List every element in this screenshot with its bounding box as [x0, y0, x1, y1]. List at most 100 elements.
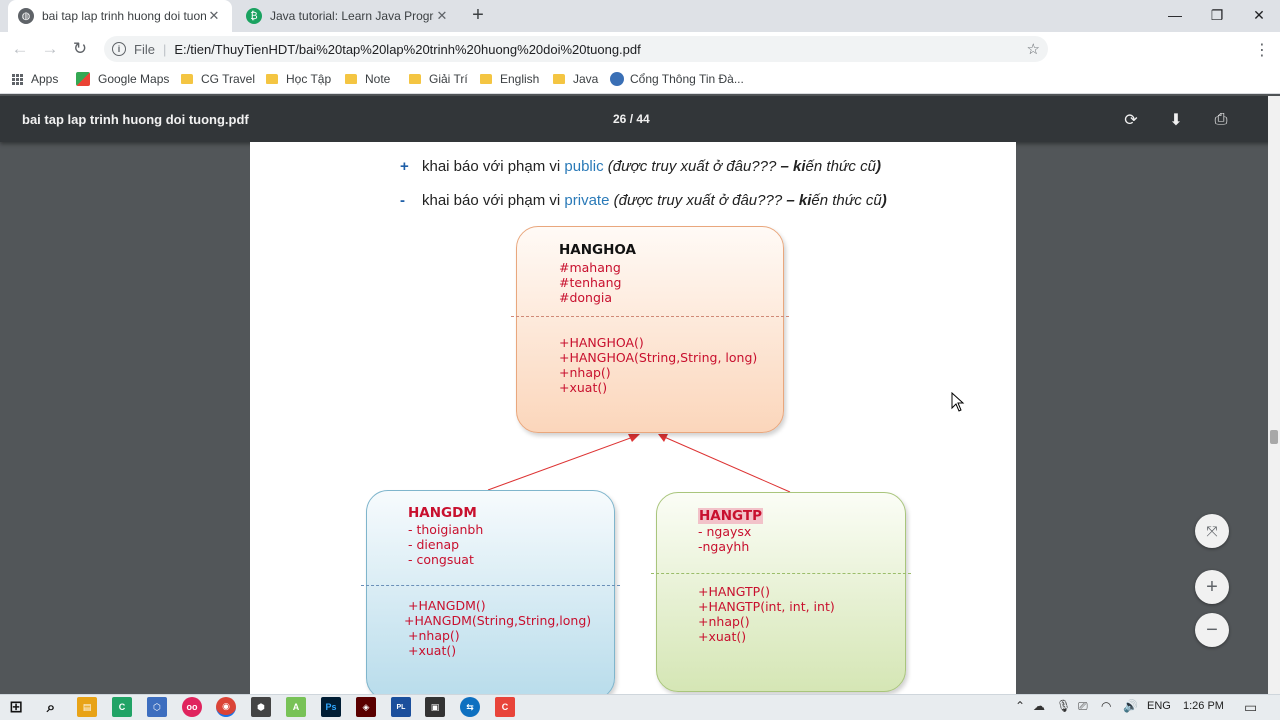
extension-diamond-icon[interactable]: ◆ [1095, 44, 1103, 54]
app-cube-icon[interactable]: ⬢ [251, 697, 271, 717]
bookmark-java[interactable]: Java [553, 71, 598, 87]
app-oo-icon[interactable]: oo [182, 697, 202, 717]
class-hangdm: HANGDM - thoigianbh - dienap - congsuat … [361, 490, 620, 694]
grammarly-icon[interactable]: G [1154, 44, 1162, 54]
app-pl-icon[interactable]: PL [391, 697, 411, 717]
wifi-icon[interactable]: ◠ [1101, 699, 1112, 713]
method-list: +HANGHOA() +HANGHOA(String,String, long)… [559, 335, 757, 395]
print-icon[interactable]: ⎙ [1214, 111, 1228, 128]
tray-chevron-icon[interactable]: ⌃ [1015, 699, 1026, 713]
bookmark-apps[interactable]: Apps [12, 71, 58, 87]
method: +xuat() [559, 380, 608, 395]
download-icon[interactable]: ⬇ [1169, 112, 1183, 129]
rotate-icon[interactable]: ⟳ [1124, 112, 1138, 129]
close-window-button[interactable]: ✕ [1253, 6, 1265, 23]
app-c-red-icon[interactable]: C [495, 697, 515, 717]
reload-icon[interactable]: ↻ [72, 39, 88, 58]
new-tab-button[interactable]: + [472, 4, 484, 26]
bookmark-star-icon[interactable]: ☆ [1026, 41, 1040, 58]
teamviewer-icon[interactable]: ⇆ [460, 697, 480, 717]
total-pages: 44 [636, 112, 650, 126]
tab-java-tutorial[interactable]: ₿ Java tutorial: Learn Java Program ✕ [236, 0, 460, 32]
folder-icon [181, 74, 193, 84]
url-separator: | [162, 41, 167, 57]
photoshop-icon[interactable]: Ps [321, 697, 341, 717]
bookmark-google-maps[interactable]: Google Maps [76, 71, 169, 87]
restore-button[interactable]: ❐ [1210, 6, 1224, 23]
method: +HANGTP() [698, 584, 770, 599]
clock-time[interactable]: 1:26 PM [1183, 700, 1224, 712]
file-explorer-icon[interactable]: ▤ [77, 697, 97, 717]
current-page[interactable]: 26 [613, 112, 627, 126]
volume-icon[interactable]: 🔊 [1123, 699, 1138, 713]
method: +HANGTP(int, int, int) [698, 599, 835, 614]
bookmark-cong-thong-tin[interactable]: Cổng Thông Tin Đà... [610, 71, 744, 87]
scrollbar-thumb[interactable] [1270, 430, 1278, 444]
chrome-icon[interactable]: ◉ [216, 697, 236, 717]
method: +nhap() [698, 614, 750, 629]
method: +HANGHOA() [559, 335, 644, 350]
camtasia-icon[interactable]: C [112, 697, 132, 717]
method: +HANGDM(String,String,long) [404, 613, 592, 628]
url-text[interactable]: E:/tien/ThuyTienHDT/bai%20tap%20lap%20tr… [174, 41, 641, 57]
globe-icon: ◍ [18, 8, 34, 24]
bookmark-hoc-tap[interactable]: Học Tập [266, 71, 331, 87]
class-name: HANGHOA [559, 242, 636, 258]
class-hanghoa: HANGHOA #mahang #tenhang #dongia +HANGHO… [511, 226, 789, 433]
zoom-in-button[interactable]: + [1195, 570, 1229, 604]
microphone-icon[interactable]: 🎙 [1056, 699, 1072, 713]
folder-icon [409, 74, 421, 84]
section-divider [651, 573, 911, 574]
android-studio-icon[interactable]: A [286, 697, 306, 717]
search-icon[interactable]: ⌕ [46, 698, 56, 716]
minimize-button[interactable]: — [1168, 7, 1182, 23]
section-divider [361, 585, 620, 586]
address-bar[interactable]: i File | E:/tien/ThuyTienHDT/bai%20tap%2… [104, 36, 1048, 62]
google-translate-icon[interactable]: G [1124, 44, 1132, 54]
method-list: +HANGTP() +HANGTP(int, int, int) +nhap()… [698, 584, 835, 644]
tab-title: bai tap lap trinh huong doi tuong [42, 9, 206, 23]
notification-icon[interactable]: ▭ [1244, 699, 1258, 715]
menu-dots-icon[interactable]: ⋮ [1254, 42, 1270, 59]
app-dark-icon[interactable]: ▣ [425, 697, 445, 717]
bookmark-english[interactable]: English [480, 71, 539, 87]
zoom-out-button[interactable]: − [1195, 613, 1229, 647]
profile-avatar[interactable]: C [1227, 43, 1235, 55]
arrow-hangtp-to-hanghoa [661, 435, 791, 493]
back-arrow-icon[interactable]: ← [11, 39, 29, 58]
url-scheme: File [134, 41, 155, 57]
bullet-line-public: +khai báo với phạm vi public (được truy … [400, 158, 881, 175]
inheritance-arrows [487, 434, 791, 493]
input-language[interactable]: ENG [1147, 700, 1171, 712]
bookmark-note[interactable]: Note [345, 71, 390, 87]
bullet-line-private: -khai báo với phạm vi private (được truy… [400, 192, 887, 209]
tab-title: Java tutorial: Learn Java Program [270, 9, 434, 23]
tab-pdf[interactable]: ◍ bai tap lap trinh huong doi tuong ✕ [8, 0, 232, 32]
bookmark-cg-travel[interactable]: CG Travel [181, 71, 255, 87]
forward-arrow-icon[interactable]: → [41, 39, 59, 58]
bookmark-giai-tri[interactable]: Giải Trí [409, 71, 468, 87]
pdf-file-title: bai tap lap trinh huong doi tuong.pdf [22, 112, 249, 127]
folder-icon [266, 74, 278, 84]
network-icon[interactable]: ⎚ [1078, 699, 1088, 713]
virtualbox-icon[interactable]: ⬡ [147, 697, 167, 717]
folder-icon [553, 74, 565, 84]
app-red-icon[interactable]: ◈ [356, 697, 376, 717]
vertical-scrollbar[interactable] [1268, 96, 1280, 694]
windows-start-icon[interactable]: ⊞ [9, 699, 23, 716]
folder-icon [480, 74, 492, 84]
onedrive-icon[interactable]: ☁ [1033, 699, 1045, 713]
page-indicator[interactable]: 26 / 44 [613, 112, 650, 126]
section-divider [511, 316, 789, 317]
class-name: HANGTP [698, 508, 763, 524]
adblock-icon[interactable]: ABP [1181, 46, 1195, 52]
attribute: - dienap [408, 537, 460, 552]
fit-to-page-button[interactable]: ⤧ [1195, 514, 1229, 548]
close-icon[interactable]: ✕ [208, 8, 220, 23]
bookmarks-bar [0, 66, 1280, 94]
apps-grid-icon [12, 73, 23, 85]
info-icon[interactable]: i [112, 42, 126, 56]
close-icon[interactable]: ✕ [436, 8, 448, 23]
extension-badge-icon[interactable]: 0 [1067, 44, 1073, 54]
java-favicon-icon: ₿ [246, 8, 262, 24]
